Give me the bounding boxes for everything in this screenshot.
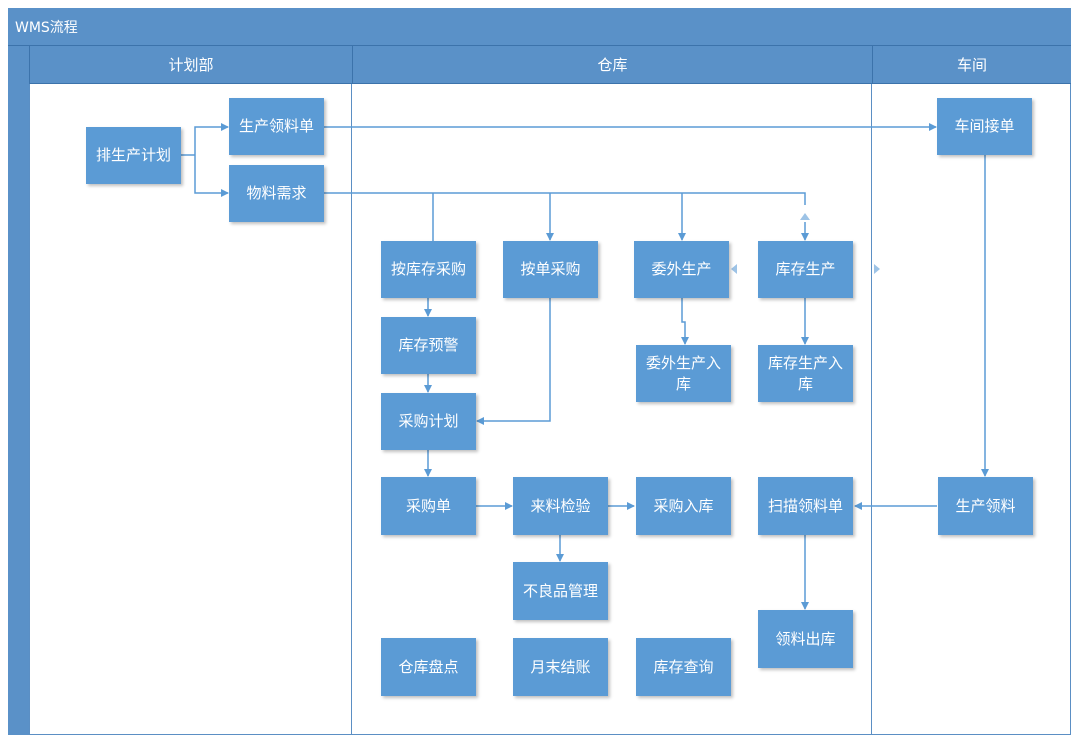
node-material-demand: 物料需求 (229, 165, 324, 222)
lane-header-workshop: 车间 (872, 46, 1071, 84)
connector-demand-bus (324, 192, 806, 205)
title-bar: WMS流程 (8, 8, 1071, 46)
faint-marker-right (874, 264, 880, 274)
node-production-pick-list: 生产领料单 (229, 98, 324, 155)
node-schedule-plan: 排生产计划 (86, 127, 181, 184)
node-workshop-receive: 车间接单 (937, 98, 1032, 155)
arrow-plan-to-material-demand (194, 155, 229, 197)
node-incoming-inspection: 来料检验 (513, 477, 608, 535)
faint-marker-left (731, 264, 737, 274)
node-stocktaking: 仓库盘点 (381, 638, 476, 696)
lane-header-warehouse: 仓库 (352, 46, 872, 84)
arrow-order-purchase-to-plan (476, 298, 551, 425)
node-stock-query: 库存查询 (636, 638, 731, 696)
node-purchase-inbound: 采购入库 (636, 477, 731, 535)
node-outsourced-inbound: 委外生产入库 (636, 345, 731, 402)
lane-header-planning: 计划部 (29, 46, 352, 84)
diagram-title: WMS流程 (15, 20, 78, 36)
left-stripe (8, 46, 29, 735)
node-purchase-by-stock: 按库存采购 (381, 241, 476, 298)
lane-divider-warehouse-workshop (871, 84, 872, 735)
node-stock-production-inbound: 库存生产入库 (758, 345, 853, 402)
node-purchase-plan: 采购计划 (381, 393, 476, 450)
lane-divider-left (29, 84, 30, 735)
node-purchase-order: 采购单 (381, 477, 476, 535)
node-outsourced-production: 委外生产 (634, 241, 729, 298)
node-stock-warning: 库存预警 (381, 317, 476, 374)
node-scan-pick-list: 扫描领料单 (758, 477, 853, 535)
node-defect-management: 不良品管理 (513, 562, 608, 620)
node-purchase-by-order: 按单采购 (503, 241, 598, 298)
arrow-outsourced-to-inbound (681, 298, 689, 345)
lane-divider-planning-warehouse (351, 84, 352, 735)
node-month-end-closing: 月末结账 (513, 638, 608, 696)
node-stock-production: 库存生产 (758, 241, 853, 298)
node-production-picking: 生产领料 (938, 477, 1033, 535)
arrow-plan-to-pick-list (194, 123, 229, 155)
node-pick-outbound: 领料出库 (758, 610, 853, 668)
faint-marker-up (800, 213, 810, 220)
